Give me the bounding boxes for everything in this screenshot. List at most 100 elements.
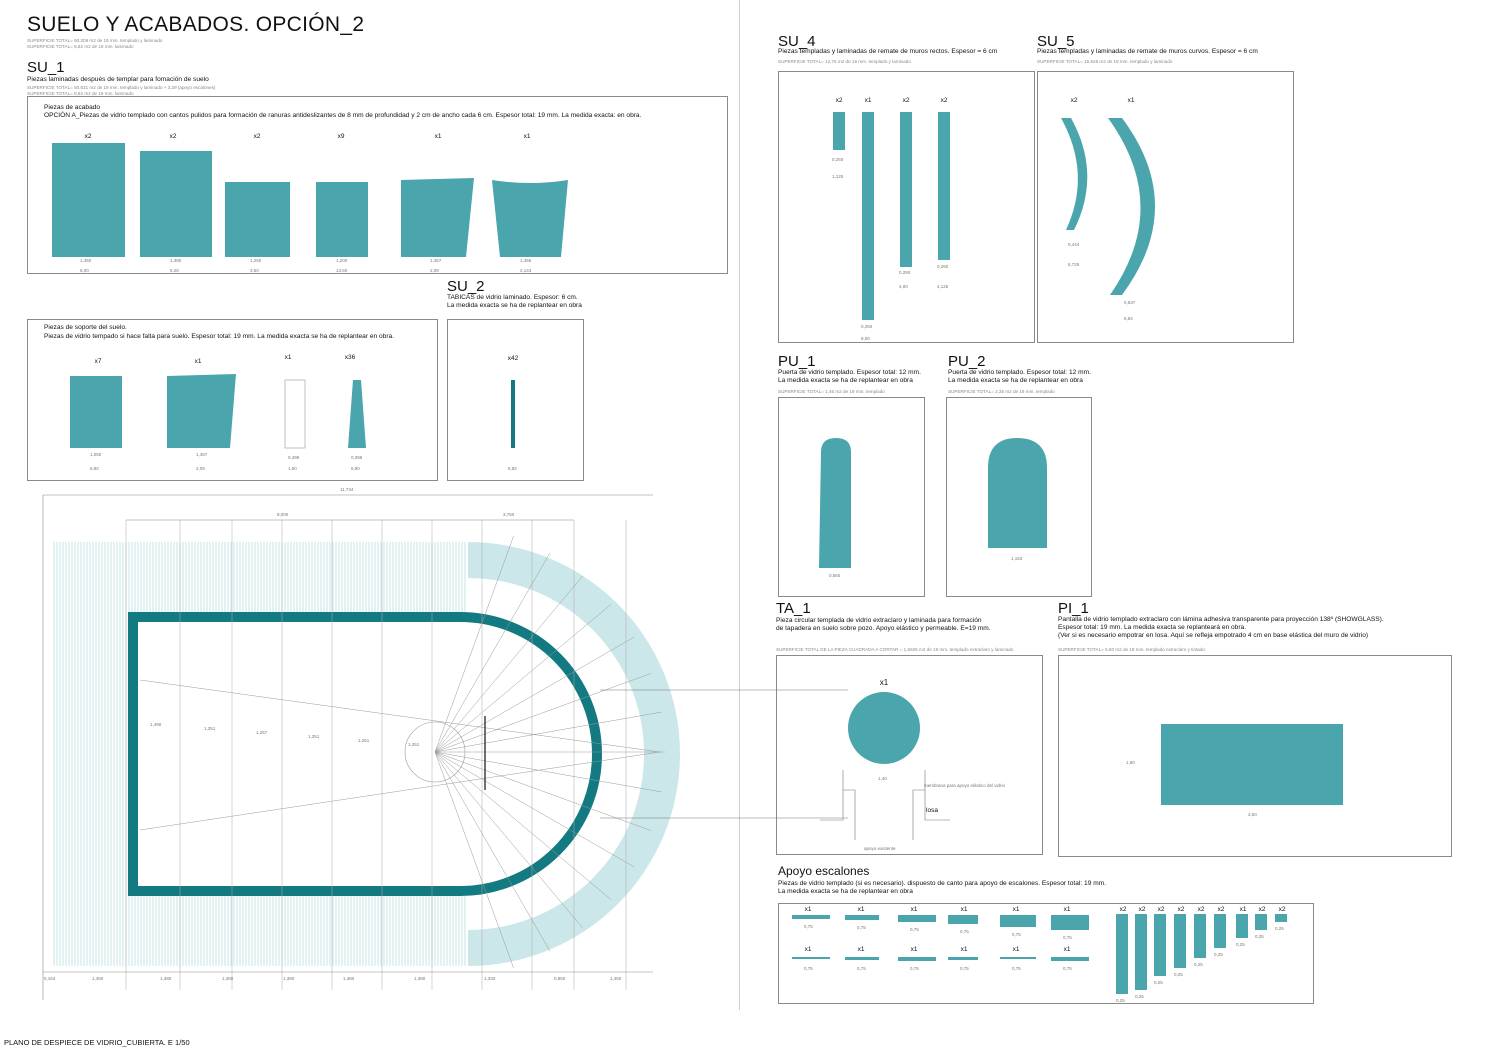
finish-piece-area: 6,00 <box>80 268 89 273</box>
ta1-glass-disc <box>848 692 920 764</box>
plan-radius: 1,490 <box>150 722 162 727</box>
plan-radial-line <box>434 751 584 929</box>
finish-piece-area: 13,60 <box>336 268 348 273</box>
plan-overall-width: 11,734 <box>340 487 354 492</box>
su4-piece-count: x2 <box>940 97 948 104</box>
pu2-glass-door <box>988 438 1047 548</box>
ta1-code: TA_1 <box>776 600 811 617</box>
ta1-frame <box>776 655 1043 855</box>
support-piece-count: x7 <box>94 358 102 365</box>
support-piece-area: 1,90 <box>288 466 297 471</box>
su5-frame <box>1037 71 1294 343</box>
apoyo-glass-column <box>1255 914 1267 930</box>
pi1-glass-screen <box>1161 724 1343 805</box>
page-title: SUELO Y ACABADOS. OPCIÓN_2 <box>27 13 365 36</box>
apoyo-piece-count: x1 <box>960 946 968 953</box>
support-piece-width: 1,457 <box>196 452 208 457</box>
pi1-desc-3: (Ver si es necesario empotrar en losa. A… <box>1058 632 1369 639</box>
ta1-desc-1: Pieza circular templada de vidrio extrac… <box>776 617 982 624</box>
apoyo-glass-column <box>1116 914 1128 994</box>
su2-desc-2: La medida exacta se ha de replantear en … <box>447 302 582 309</box>
finish-piece-width: 1,380 <box>170 258 182 263</box>
pu2-desc-1: Puerta de vidrio templado. Espesor total… <box>948 369 1091 376</box>
page-divider <box>739 0 740 1010</box>
apoyo-piece-count: x1 <box>1012 906 1020 913</box>
ta1-desc-2: de tapadera en suelo sobre pozo. Apoyo e… <box>776 625 991 632</box>
apoyo-piece-value: 0,75 <box>804 966 813 971</box>
su4-piece-width: 0,250 <box>832 157 844 162</box>
plan-bottom-dim: 1,330 <box>484 976 496 981</box>
finish-piece-area: 2,143 <box>520 268 532 273</box>
pu1-code: PU_1 <box>778 353 816 370</box>
su1-finish-title: Piezas de acabado <box>44 104 101 111</box>
finish-piece-count: x2 <box>169 133 177 140</box>
plan-radial-line <box>434 603 612 753</box>
apoyo-piece-value: 0,75 <box>1012 966 1021 971</box>
apoyo-glass-piece <box>792 915 830 919</box>
pu2-surface: SUPERFICIE TOTAL= 2,35 m2 de 19 mm. temp… <box>948 389 1055 394</box>
plan-curved-hatch <box>468 542 680 966</box>
pu1-width: 0,560 <box>829 573 841 578</box>
apoyo-piece-count: x1 <box>960 906 968 913</box>
apoyo-piece-value: 0,75 <box>960 966 969 971</box>
header-surface-1: SUPERFICIE TOTAL= 60,209 m2 de 19 mm. te… <box>27 38 163 43</box>
finish-glass-piece <box>140 151 212 257</box>
su4-glass-piece <box>862 112 874 320</box>
apoyo-column-count: x2 <box>1119 906 1127 913</box>
apoyo-piece-count: x1 <box>857 906 865 913</box>
finish-glass-piece <box>401 178 474 257</box>
su4-piece-count: x2 <box>902 97 910 104</box>
su4-piece-count: x1 <box>864 97 872 104</box>
su4-surface: SUPERFICIE TOTAL= 12,75 m2 de 19 mm. tem… <box>778 59 911 64</box>
plan-bottom-dim: 1,450 <box>92 976 104 981</box>
finish-piece-count: x1 <box>434 133 442 140</box>
pu2-frame <box>946 397 1092 597</box>
su5-piece-width: 0,444 <box>1068 242 1080 247</box>
plan-bottom-dim: 1,380 <box>414 976 426 981</box>
apoyo-glass-column <box>1154 914 1166 976</box>
su1-surface-2: SUPERFICIE TOTAL= 8,82 m2 de 19 mm. lami… <box>27 91 134 96</box>
apoyo-piece-value: 0,75 <box>1012 932 1021 937</box>
apoyo-column-value: 0,25 <box>1174 972 1183 977</box>
apoyo-desc-2: La medida exacta se ha de replantear en … <box>778 888 913 895</box>
apoyo-column-value: 0,25 <box>1214 952 1223 957</box>
apoyo-glass-piece <box>948 957 978 960</box>
pu1-surface: SUPERFICIE TOTAL= 1,46 m2 de 19 mm. temp… <box>778 389 885 394</box>
su5-glass-curve <box>1061 118 1088 230</box>
ta1-label-apoyo: apoyo existente <box>864 846 896 851</box>
footer-caption: PLANO DE DESPIECE DE VIDRIO_CUBIERTA. E … <box>4 1038 190 1047</box>
apoyo-column-count: x1 <box>1239 906 1247 913</box>
su4-piece-area: 4,125 <box>937 284 949 289</box>
su2-glass-tabica <box>511 380 515 448</box>
apoyo-column-value: 0,25 <box>1116 998 1125 1003</box>
su1-desc: Piezas laminadas después de templar para… <box>27 76 209 83</box>
apoyo-glass-piece <box>845 957 879 960</box>
finish-glass-piece <box>52 143 125 257</box>
ta1-section-lines <box>820 770 950 840</box>
su4-glass-piece <box>833 112 845 150</box>
apoyo-piece-value: 0,75 <box>1063 966 1072 971</box>
apoyo-glass-piece <box>1051 915 1089 930</box>
apoyo-column-value: 0,25 <box>1255 934 1264 939</box>
apoyo-piece-count: x1 <box>910 946 918 953</box>
apoyo-piece-count: x1 <box>804 906 812 913</box>
plan-radial-line <box>434 751 652 831</box>
apoyo-column-count: x2 <box>1177 906 1185 913</box>
support-glass-piece <box>70 376 122 448</box>
su5-desc: Piezas templadas y laminadas de remate d… <box>1037 48 1258 55</box>
finish-piece-width: 1,450 <box>80 258 92 263</box>
finish-glass-piece <box>492 180 568 257</box>
plan-sight-line <box>139 679 661 753</box>
su5-code: SU_5 <box>1037 33 1075 50</box>
apoyo-piece-count: x1 <box>1063 906 1071 913</box>
plan-radial-line <box>434 751 635 868</box>
su4-glass-piece <box>938 112 950 260</box>
plan-radial-line <box>434 673 652 753</box>
ta1-label-losa: losa <box>926 807 939 814</box>
support-piece-width: 0,398 <box>351 455 363 460</box>
plan-radial-line <box>434 751 612 901</box>
apoyo-column-count: x2 <box>1138 906 1146 913</box>
plan-radius: 1,251 <box>204 726 216 731</box>
plan-interior <box>138 622 592 886</box>
su1-support-desc: Piezas de vidrio tempado si hace falta p… <box>44 333 395 340</box>
